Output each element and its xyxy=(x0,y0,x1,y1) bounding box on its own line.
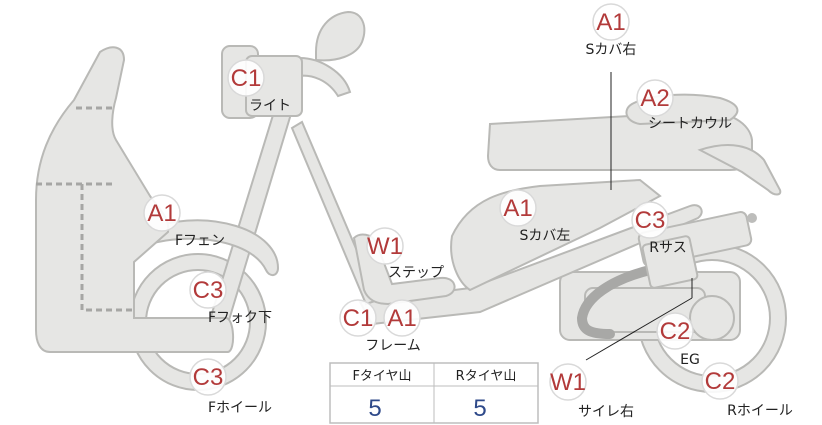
part-label-f-fender: Fフェン xyxy=(175,233,225,249)
part-label-s-cover-left: Sカバ左 xyxy=(520,228,571,244)
leg-shield-shape xyxy=(35,46,234,353)
part-annotation-step: W1 ステップ xyxy=(366,227,444,281)
grade-badge-circle xyxy=(631,201,669,239)
grade-badge-s-cover-right: A1 xyxy=(596,9,625,36)
grade-badge-circle xyxy=(701,362,739,400)
grade-badge-f-fender: A1 xyxy=(147,200,176,227)
tire-table-header-rear: Rタイヤ山 xyxy=(456,369,517,384)
grade-badge-circle xyxy=(143,194,181,232)
grade-badge-step: W1 xyxy=(367,233,403,260)
grade-badge-silencer-right: W1 xyxy=(550,369,586,396)
grade-badge-circle xyxy=(656,312,694,350)
part-annotation-seat-cowl: A2 シートカウル xyxy=(636,79,732,132)
part-label-seat-cowl: シートカウル xyxy=(648,116,732,132)
grade-badge-circle xyxy=(189,358,227,396)
part-label-f-fork-lower: Fフォク下 xyxy=(208,310,272,326)
tire-table: Fタイヤ山 Rタイヤ山 5 5 xyxy=(329,362,539,424)
part-annotation-frame: A1 フレーム xyxy=(365,299,421,354)
tire-table-value-rear: 5 xyxy=(473,395,486,422)
part-annotation-silencer-right: W1 サイレ右 xyxy=(549,363,634,420)
grade-badge-circle xyxy=(366,227,404,265)
leader-lines xyxy=(585,72,693,361)
grade-badge-f-wheel: C3 xyxy=(193,364,224,391)
part-annotations: A1Sカバ右A2シートカウルC1ライトA1FフェンA1Sカバ左C3RサスW1ステ… xyxy=(143,3,793,420)
grade-badge-seat-cowl: A2 xyxy=(640,85,669,112)
part-label-r-wheel: Rホイール xyxy=(727,403,793,419)
grade-badge-frame-c1: C1 xyxy=(343,305,374,332)
grade-badge-circle xyxy=(549,363,587,401)
tire-table-header-front: Fタイヤ山 xyxy=(352,369,411,384)
part-label-engine: EG xyxy=(680,352,700,368)
part-label-frame: フレーム xyxy=(365,338,421,354)
grade-badge-engine: C2 xyxy=(660,318,691,345)
part-label-step: ステップ xyxy=(388,265,444,281)
exhaust-pipe-shape xyxy=(576,265,655,339)
part-label-silencer-right: サイレ右 xyxy=(578,404,634,420)
part-label-s-cover-right: Sカバ右 xyxy=(586,42,637,58)
grade-badge-circle xyxy=(189,271,227,309)
grade-badge-circle xyxy=(383,299,421,337)
part-label-f-wheel: Fホイール xyxy=(208,400,272,416)
rear-cowl-shape xyxy=(697,144,782,196)
grade-badge-f-fork-lower: C3 xyxy=(193,277,224,304)
grade-badge-light: C1 xyxy=(231,65,262,92)
grade-badge-r-wheel: C2 xyxy=(705,368,736,395)
rear-shock-shape xyxy=(637,211,757,289)
grade-badge-circle xyxy=(499,189,537,227)
grade-badge-r-suspension: C3 xyxy=(635,207,666,234)
part-label-light: ライト xyxy=(249,98,291,114)
grade-badge-circle xyxy=(227,59,265,97)
grade-badge-circle xyxy=(339,299,377,337)
grade-badge-circle xyxy=(592,3,630,41)
tire-table-value-front: 5 xyxy=(368,395,381,422)
grade-badge-frame: A1 xyxy=(387,305,416,332)
part-label-r-suspension: Rサス xyxy=(649,240,686,256)
grade-badge-s-cover-left: A1 xyxy=(503,195,532,222)
seat-shape xyxy=(486,93,753,171)
part-annotation-frame-c1: C1 xyxy=(339,299,377,337)
part-annotation-light: C1 ライト xyxy=(227,59,291,114)
seam-lines xyxy=(36,106,134,312)
grade-badge-circle xyxy=(636,79,674,117)
